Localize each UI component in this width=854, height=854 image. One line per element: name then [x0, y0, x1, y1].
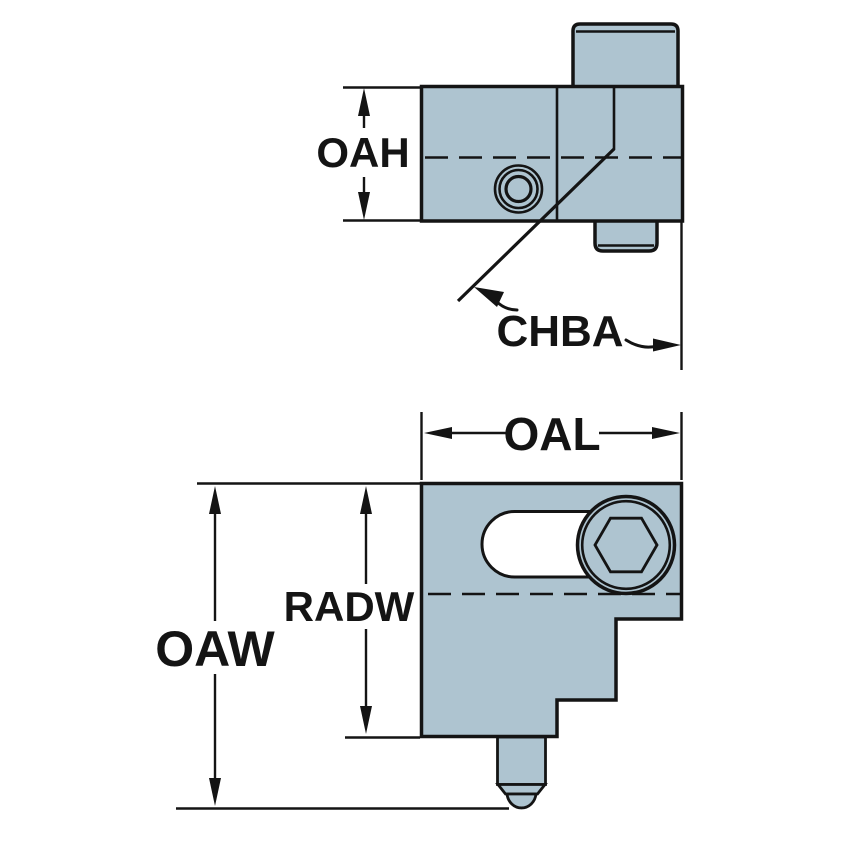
- oah-arrow-up: [358, 88, 370, 116]
- radw-label: RADW: [284, 583, 415, 630]
- oal-arrow-right: [652, 427, 680, 439]
- chamfer-line: [456, 147, 616, 303]
- oah-arrow-down: [358, 192, 370, 220]
- locating-pin: [496, 735, 547, 786]
- radw-arrow-up: [360, 486, 372, 514]
- front-view: OAL RADW OAW: [155, 408, 684, 810]
- side-view: OAH CHBA: [316, 22, 685, 370]
- chba-callout: CHBA: [474, 222, 683, 370]
- chba-leader-to-edge: [624, 338, 659, 349]
- oal-label: OAL: [503, 408, 600, 460]
- radw-dimension: RADW: [284, 486, 420, 739]
- oaw-label: OAW: [155, 621, 275, 677]
- oaw-arrow-down: [209, 778, 221, 806]
- radw-arrow-down: [360, 706, 372, 734]
- chba-arrow-to-edge: [653, 338, 681, 352]
- hex-socket: [593, 516, 659, 574]
- side-screw-hole-outer: [493, 164, 544, 214]
- oaw-arrow-up: [209, 486, 221, 514]
- chba-label: CHBA: [496, 307, 623, 356]
- top-protrusion: [571, 22, 680, 90]
- screw-head-inner-ring: [580, 499, 672, 591]
- pin-chamfer: [495, 783, 548, 796]
- pin-ball-end: [505, 792, 538, 810]
- side-view-body: [419, 84, 685, 223]
- oal-arrow-left: [424, 427, 452, 439]
- oah-dimension: OAH: [316, 86, 420, 222]
- side-screw-hole-inner: [504, 174, 533, 204]
- side-screw-hole-middle: [498, 168, 539, 210]
- oah-label: OAH: [316, 129, 409, 176]
- bottom-protrusion: [593, 218, 659, 253]
- oaw-dimension: OAW: [155, 486, 509, 810]
- oal-dimension: OAL: [420, 408, 683, 480]
- chba-arrow-to-chamfer: [474, 287, 504, 307]
